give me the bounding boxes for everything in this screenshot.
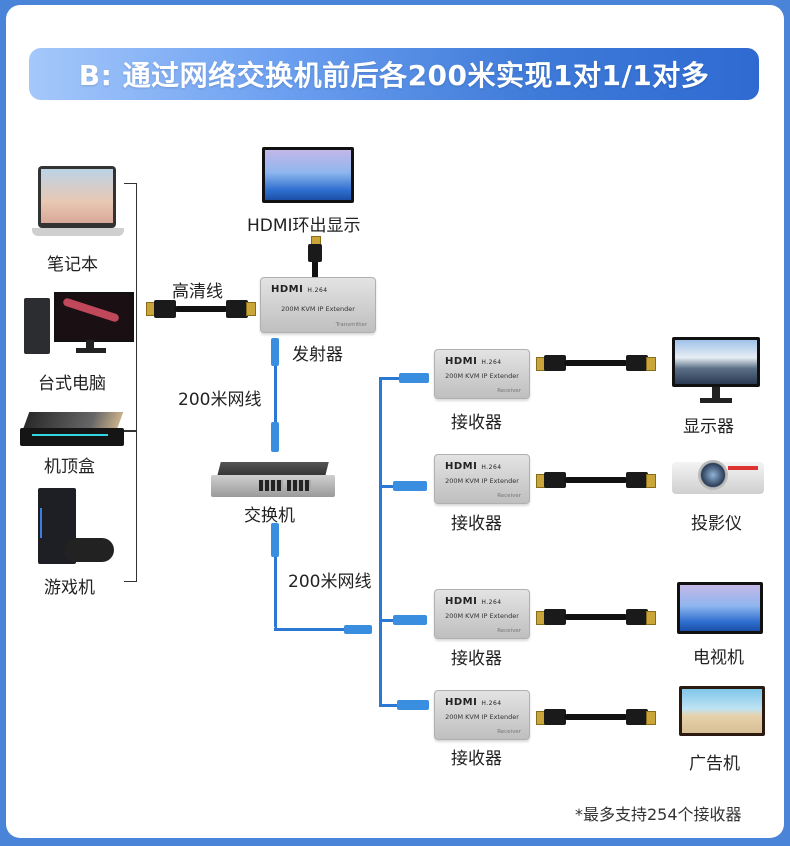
receiver-role: Receiver [497, 628, 521, 634]
transmitter-model: 200M KVM IP Extender [281, 305, 355, 313]
rj45-plug-icon [393, 481, 427, 491]
rj45-plug-icon [271, 422, 279, 452]
receiver-codec: H.264 [481, 599, 502, 606]
hdmi-cable-icon [536, 707, 656, 727]
receiver-label: 接收器 [451, 649, 502, 669]
tv-icon [677, 582, 763, 634]
rj45-plug-icon [344, 625, 372, 634]
receiver-codec: H.264 [481, 464, 502, 471]
bracket-tick [124, 430, 136, 432]
network-cable-1 [274, 366, 277, 422]
display-label-monitor: 显示器 [683, 417, 734, 437]
receiver-codec: H.264 [481, 700, 502, 707]
network-cable-label-2: 200米网线 [288, 572, 372, 592]
receiver-model: 200M KVM IP Extender [445, 713, 519, 721]
rj45-plug-icon [271, 523, 279, 557]
page-title: B: 通过网络交换机前后各200米实现1对1/1对多 [78, 59, 710, 92]
receiver-brand: HDMI [445, 461, 478, 472]
receiver-label: 接收器 [451, 413, 502, 433]
desktop-pc-icon [24, 292, 134, 356]
display-label-signage: 广告机 [689, 754, 740, 774]
transmitter-role: Transmitter [335, 322, 367, 328]
receiver-model: 200M KVM IP Extender [445, 477, 519, 485]
title-banner: B: 通过网络交换机前后各200米实现1对1/1对多 [29, 48, 759, 100]
network-cable-2 [274, 557, 277, 629]
network-cable-2-horizontal [274, 628, 346, 631]
receiver-label: 接收器 [451, 514, 502, 534]
switch-label: 交换机 [244, 506, 295, 526]
display-label-projector: 投影仪 [691, 514, 742, 534]
hdmi-cable-icon [146, 298, 256, 320]
receiver-role: Receiver [497, 493, 521, 499]
rj45-plug-icon [397, 700, 429, 710]
sources-bracket [124, 183, 137, 582]
rj45-plug-icon [399, 373, 429, 383]
receiver-brand: HDMI [445, 596, 478, 607]
set-top-box-icon [20, 412, 124, 450]
signage-icon [679, 686, 765, 736]
network-cable-label-1: 200米网线 [178, 390, 262, 410]
diagram-panel [6, 5, 784, 838]
loop-out-hdmi-cable [305, 236, 325, 278]
monitor-icon [672, 337, 760, 405]
source-label-game-console: 游戏机 [44, 578, 95, 598]
receiver-role: Receiver [497, 729, 521, 735]
loop-out-tv-icon [262, 147, 354, 203]
network-switch-icon [211, 462, 335, 498]
receiver-brand: HDMI [445, 356, 478, 367]
receiver-trunk-cable [379, 377, 382, 706]
display-label-tv: 电视机 [693, 648, 744, 668]
source-label-laptop: 笔记本 [47, 255, 98, 275]
receiver-role: Receiver [497, 388, 521, 394]
receiver-brand: HDMI [445, 697, 478, 708]
laptop-icon [32, 166, 124, 242]
footnote: *最多支持254个接收器 [575, 805, 742, 824]
transmitter-label: 发射器 [292, 345, 343, 365]
receiver-codec: H.264 [481, 359, 502, 366]
hdmi-cable-icon [536, 353, 656, 373]
source-label-set-top-box: 机顶盒 [44, 457, 95, 477]
receiver-label: 接收器 [451, 749, 502, 769]
game-console-icon [38, 488, 118, 566]
transmitter-codec: H.264 [307, 287, 328, 294]
hdmi-cable-icon [536, 470, 656, 490]
source-label-desktop: 台式电脑 [38, 374, 106, 394]
rj45-plug-icon [393, 615, 427, 625]
transmitter-brand: HDMI [271, 284, 304, 295]
receiver-model: 200M KVM IP Extender [445, 612, 519, 620]
loop-out-label: HDMI环出显示 [247, 216, 361, 236]
rj45-plug-icon [271, 338, 279, 366]
receiver-model: 200M KVM IP Extender [445, 372, 519, 380]
hdmi-cable-label: 高清线 [172, 282, 223, 302]
hdmi-cable-icon [536, 607, 656, 627]
projector-icon [672, 458, 764, 498]
